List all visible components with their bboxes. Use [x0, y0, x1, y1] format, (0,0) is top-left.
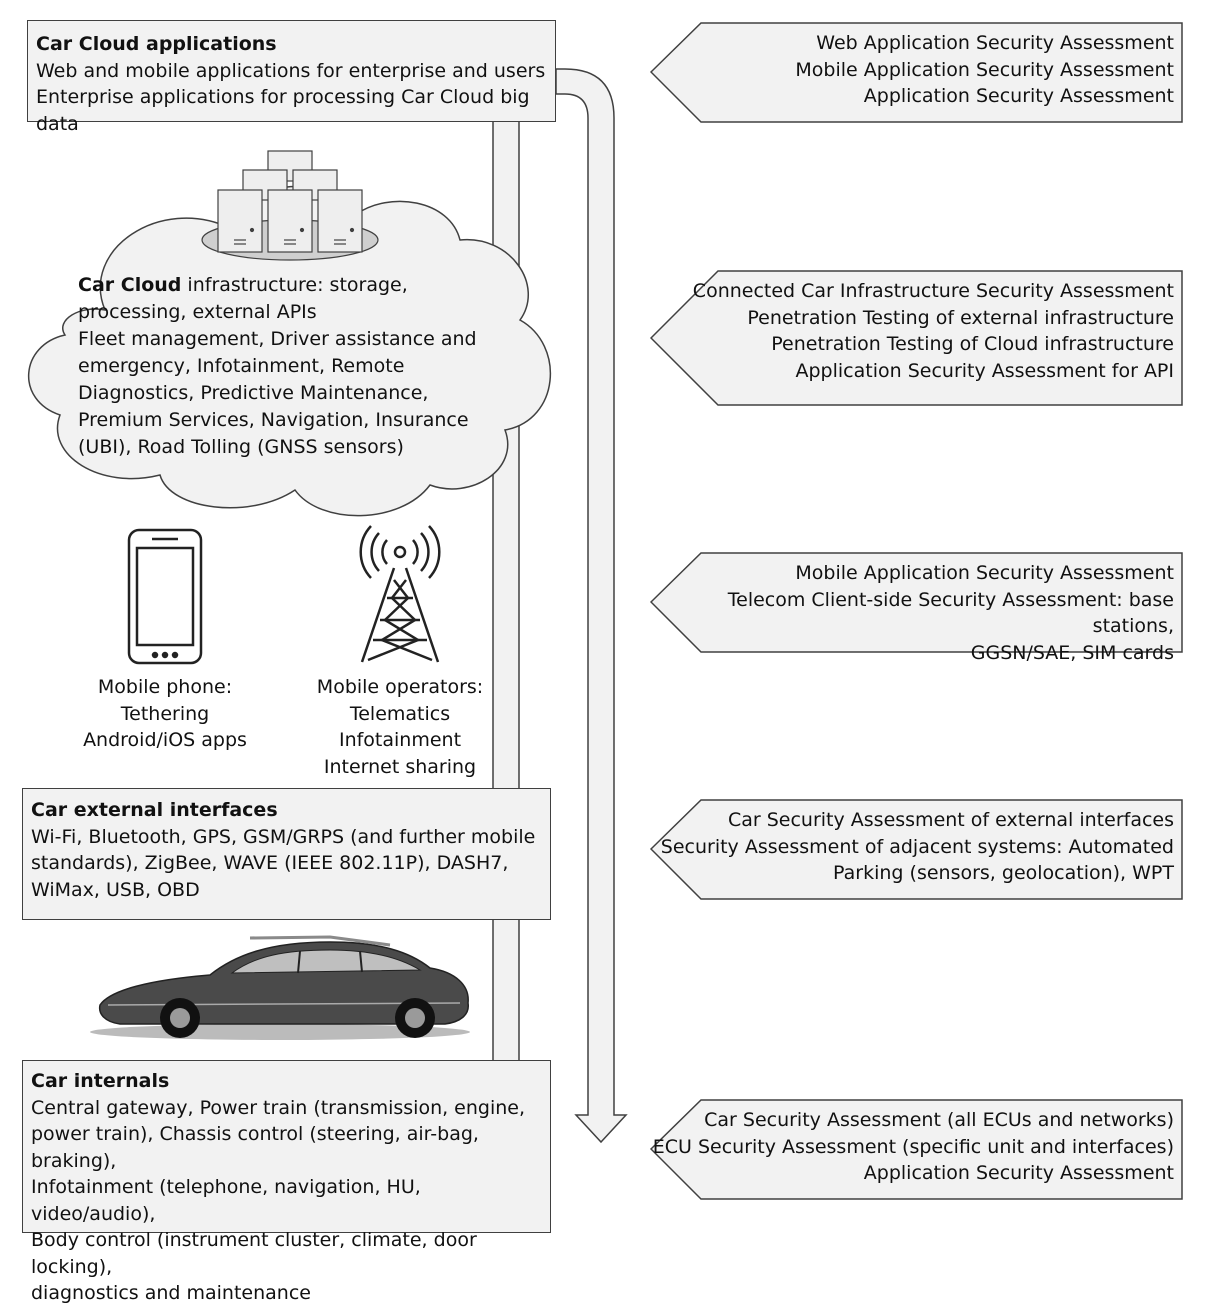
assessment-line: Application Security Assessment — [863, 85, 1174, 107]
assessment-line: Mobile Application Security Assessment — [795, 562, 1174, 584]
car-internals-line: diagnostics and maintenance — [31, 1282, 311, 1304]
cloud-apps-line: Enterprise applications for processing C… — [36, 86, 530, 135]
car-cloud-infrastructure-desc: infrastructure: storage, processing, ext… — [78, 274, 408, 323]
car-internals-box: Car internals Central gateway, Power tra… — [22, 1060, 551, 1304]
server-stack-icon — [201, 150, 379, 261]
caption-line: Mobile phone: — [97, 676, 233, 698]
assessment-line: Mobile Application Security Assessment — [795, 58, 1174, 81]
assessment-line: GGSN/SAE, SIM cards — [970, 641, 1174, 664]
assessment-line: ECU Security Assessment (specific unit a… — [652, 1135, 1174, 1158]
car-external-interfaces-text: Wi-Fi, Bluetooth, GPS, GSM/GRPS (and fur… — [31, 825, 536, 901]
car-internals-line: Infotainment (telephone, navigation, HU,… — [31, 1176, 421, 1225]
caption-line: Telematics — [349, 702, 451, 725]
car-external-interfaces-box: Car external interfaces Wi-Fi, Bluetooth… — [22, 788, 551, 920]
car-cloud-infrastructure-text: Car Cloud infrastructure: storage, proce… — [78, 272, 508, 461]
car-internals-line: Central gateway, Power train (transmissi… — [31, 1096, 526, 1119]
assessment-line: Web Application Security Assessment — [816, 32, 1174, 54]
car-cloud-applications-box: Car Cloud applications Web and mobile ap… — [27, 20, 556, 135]
assessment-callout-infrastructure: Connected Car Infrastructure Security As… — [650, 270, 1184, 406]
assessment-line: Application Security Assessment — [863, 1162, 1174, 1184]
caption-line: Android/iOS apps — [83, 729, 247, 751]
cloud-apps-line: Web and mobile applications for enterpri… — [36, 59, 546, 82]
callout-shape — [650, 799, 1183, 900]
car-internals-line: power train), Chassis control (steering,… — [31, 1123, 479, 1172]
cell-tower-icon — [359, 525, 441, 663]
callout-shape — [650, 270, 1183, 406]
car-internals-line: Body control (instrument cluster, climat… — [31, 1229, 477, 1278]
assessment-line: Parking (sensors, geolocation), WPT — [833, 862, 1174, 884]
car-cloud-label: Car Cloud — [78, 274, 182, 296]
car-internals-title: Car internals — [31, 1070, 170, 1092]
assessment-line: Application Security Assessment for API — [795, 359, 1175, 382]
smartphone-icon — [127, 528, 203, 665]
caption-line: Infotainment — [338, 729, 462, 751]
assessment-line: Connected Car Infrastructure Security As… — [692, 280, 1174, 302]
assessment-line: Car Security Assessment (all ECUs and ne… — [704, 1109, 1174, 1131]
assessment-line: Security Assessment of adjacent systems:… — [660, 835, 1174, 858]
callout-shape — [650, 1099, 1183, 1200]
mobile-phone-caption: Mobile phone: Tethering Android/iOS apps — [60, 674, 270, 754]
car-external-interfaces-title: Car external interfaces — [31, 799, 278, 821]
assessment-callout-mobile: Mobile Application Security Assessment T… — [650, 552, 1184, 664]
caption-line: Mobile operators: — [316, 676, 484, 698]
car-cloud-services: Fleet management, Driver assistance and … — [78, 328, 477, 458]
car-cloud-applications-title: Car Cloud applications — [36, 33, 277, 55]
assessment-callout-apps: Web Application Security Assessment Mobi… — [650, 22, 1184, 123]
assessment-callout-car-internals: Car Security Assessment (all ECUs and ne… — [650, 1099, 1184, 1200]
assessment-line: Penetration Testing of Cloud infrastruct… — [771, 333, 1174, 355]
assessment-callout-external-interfaces: Car Security Assessment of external inte… — [650, 799, 1184, 900]
assessment-line: Car Security Assessment of external inte… — [727, 809, 1174, 831]
callout-shape — [650, 552, 1183, 653]
caption-line: Tethering — [120, 702, 210, 725]
caption-line: Internet sharing — [323, 755, 477, 778]
assessment-line: Penetration Testing of external infrastr… — [747, 306, 1174, 329]
diagram-graphics — [27, 68, 628, 1144]
assessment-line: Telecom Client-side Security Assessment:… — [727, 588, 1174, 638]
down-arrow — [555, 68, 628, 1144]
mobile-operators-caption: Mobile operators: Telematics Infotainmen… — [300, 674, 500, 780]
classic-car-image — [90, 935, 470, 1040]
callout-shape — [650, 22, 1183, 123]
